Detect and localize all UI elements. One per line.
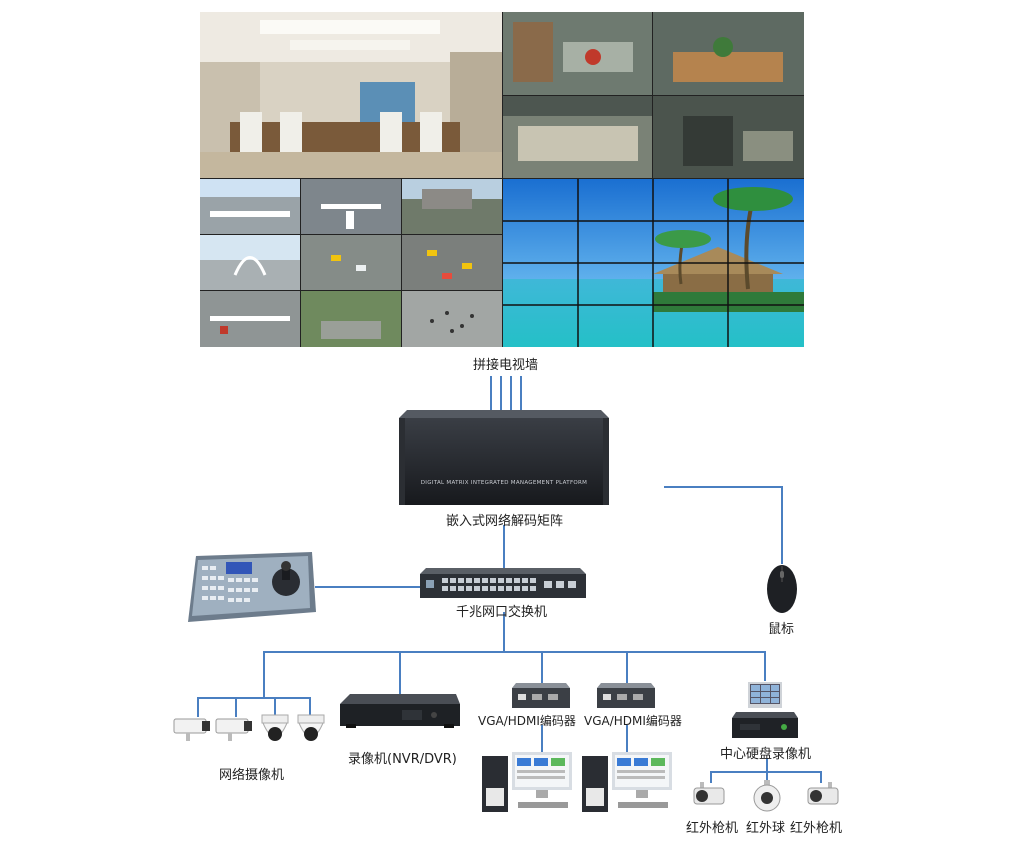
pc-workstation-1 [482, 748, 576, 814]
encoder-2-label: VGA/HDMI编码器 [584, 714, 682, 728]
bus-drop-encoder-1 [541, 651, 543, 683]
wall-tile-traffic-8 [301, 291, 401, 347]
decoder-matrix-label: 嵌入式网络解码矩阵 [446, 514, 564, 529]
gigabit-switch-device [420, 568, 586, 598]
wall-tile-traffic-2 [301, 179, 401, 234]
camera-drop-4 [309, 697, 311, 715]
pc-workstation-2 [582, 748, 676, 814]
center-recorder-device [732, 682, 798, 740]
ir-drop-1 [710, 771, 712, 783]
video-wall [200, 12, 804, 347]
wall-tile-traffic-1 [200, 179, 300, 234]
ir-gun-2-label: 红外枪机 [790, 821, 843, 836]
wall-tile-library-3 [503, 96, 652, 178]
dome-camera-2 [296, 713, 326, 747]
ir-bullet-camera-1 [692, 782, 728, 812]
bus-drop-encoder-2 [626, 651, 628, 683]
center-recorder-label: 中心硬盘录像机 [720, 747, 812, 762]
mouse-device [766, 562, 798, 614]
encoder-device-2 [597, 683, 655, 709]
encoder-device-1 [512, 683, 570, 709]
bus-drop-cameras [263, 651, 265, 697]
bullet-camera-2 [214, 715, 254, 743]
camera-drop-1 [197, 697, 199, 717]
ir-dome-label: 红外球 [746, 821, 786, 836]
bullet-camera-1 [172, 715, 212, 743]
decoder-panel-text: DIGITAL MATRIX INTEGRATED MANAGEMENT PLA… [420, 480, 588, 486]
keyboard-controller-device [188, 552, 316, 622]
ip-cameras-label: 网络摄像机 [219, 768, 285, 783]
camera-bus [197, 697, 310, 699]
encoder-pc-link-1 [541, 725, 543, 753]
ir-drop-2 [766, 771, 768, 783]
keyboard-switch-link [315, 586, 422, 588]
video-wall-label: 拼接电视墙 [473, 358, 539, 373]
mouse-link-v [781, 486, 783, 564]
mouse-label: 鼠标 [768, 622, 795, 637]
ir-dome-camera [752, 780, 782, 812]
ir-gun-1-label: 红外枪机 [686, 821, 739, 836]
switch-label: 千兆网口交换机 [456, 605, 548, 620]
camera-drop-3 [274, 697, 276, 715]
center-ir-link [766, 758, 768, 772]
nvr-dvr-device [340, 694, 460, 730]
camera-drop-2 [235, 697, 237, 717]
wall-tile-traffic-9 [402, 291, 502, 347]
mouse-link-h [664, 486, 782, 488]
ir-drop-3 [820, 771, 822, 783]
wall-cable-1 [490, 376, 492, 414]
wall-tile-library-1 [503, 12, 652, 95]
wall-tile-traffic-7 [200, 291, 300, 347]
wall-tile-conference-room [200, 12, 502, 178]
bus-drop-nvr [399, 651, 401, 696]
wall-tile-traffic-5 [301, 235, 401, 290]
wall-tile-beach-scene [503, 179, 804, 347]
wall-cable-3 [510, 376, 512, 414]
wall-tile-traffic-4 [200, 235, 300, 290]
decoder-switch-link [503, 525, 505, 570]
wall-tile-traffic-6 [402, 235, 502, 290]
wall-cable-2 [500, 376, 502, 414]
dome-camera-1 [260, 713, 290, 747]
ir-bullet-camera-2 [804, 782, 840, 812]
recorder-label: 录像机(NVR/DVR) [348, 752, 457, 767]
wall-cable-4 [520, 376, 522, 414]
bus-drop-center [764, 651, 766, 681]
encoder-1-label: VGA/HDMI编码器 [478, 714, 576, 728]
switch-down-link [503, 612, 505, 652]
wall-tile-traffic-3 [402, 179, 502, 234]
device-bus [263, 651, 766, 653]
wall-tile-library-2 [653, 12, 804, 95]
decoder-matrix-device: DIGITAL MATRIX INTEGRATED MANAGEMENT PLA… [399, 410, 609, 505]
wall-tile-library-4 [653, 96, 804, 178]
encoder-pc-link-2 [626, 725, 628, 753]
